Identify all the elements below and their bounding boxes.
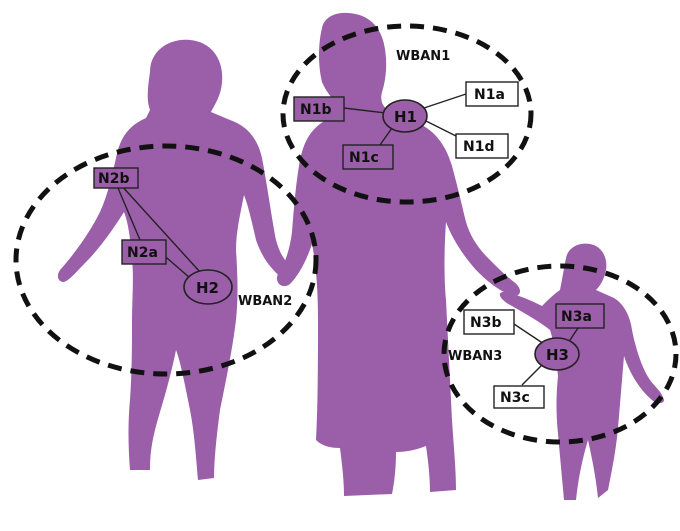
node-n3b-label: N3b [470,315,501,331]
child-silhouette [500,244,664,500]
node-n2b-label: N2b [98,171,129,187]
woman-silhouette [58,40,293,480]
link-h3-n3b [514,324,544,344]
node-n2a-label: N2a [127,245,158,261]
wban1-label: WBAN1 [396,49,450,64]
node-n3c-label: N3c [500,390,530,406]
wban2-label: WBAN2 [238,294,292,309]
hub-h1-label: H1 [394,108,417,126]
wban3-label: WBAN3 [448,349,502,364]
link-h1-n1a [424,94,466,108]
hub-h2-label: H2 [196,279,219,297]
node-n1d-label: N1d [463,139,494,155]
node-n1b-label: N1b [300,102,331,118]
node-n1a-label: N1a [474,87,505,103]
node-n3a-label: N3a [561,309,592,325]
node-n1c-label: N1c [349,150,379,166]
hub-h3-label: H3 [546,346,569,364]
